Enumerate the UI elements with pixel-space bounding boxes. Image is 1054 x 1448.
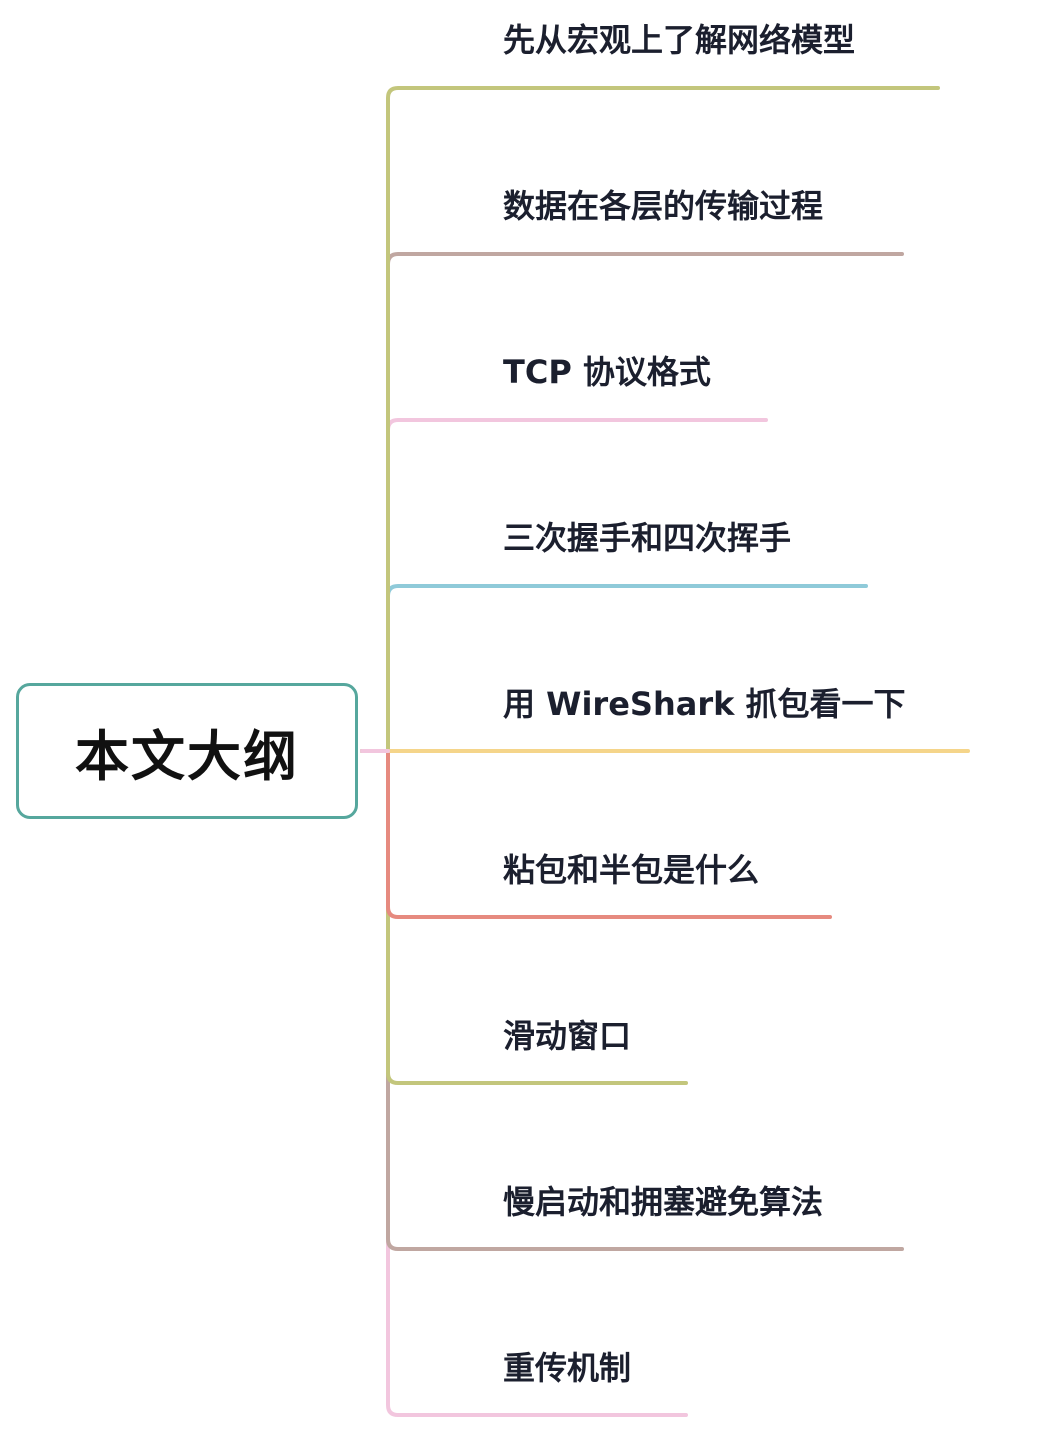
topic-handshake[interactable]: 三次握手和四次挥手 xyxy=(503,519,792,557)
topic-layer-transmission[interactable]: 数据在各层的传输过程 xyxy=(503,187,824,225)
connector-congestion-control xyxy=(360,749,904,1251)
root-node[interactable]: 本文大纲 xyxy=(16,683,358,819)
topic-retransmission[interactable]: 重传机制 xyxy=(503,1349,632,1387)
connector-network-model xyxy=(360,86,940,753)
connector-sliding-window xyxy=(360,749,688,1085)
connector-layer-transmission xyxy=(360,252,904,753)
topic-tcp-format[interactable]: TCP 协议格式 xyxy=(503,353,711,391)
topic-sliding-window[interactable]: 滑动窗口 xyxy=(503,1017,632,1055)
topic-congestion-control[interactable]: 慢启动和拥塞避免算法 xyxy=(503,1183,824,1221)
connector-retransmission xyxy=(360,749,688,1417)
root-label: 本文大纲 xyxy=(75,724,299,788)
topic-wireshark[interactable]: 用 WireShark 抓包看一下 xyxy=(503,685,906,723)
topic-sticky-packet[interactable]: 粘包和半包是什么 xyxy=(503,851,760,889)
connector-handshake xyxy=(360,584,868,753)
connector-sticky-packet xyxy=(360,749,832,919)
topic-network-model[interactable]: 先从宏观上了解网络模型 xyxy=(503,21,856,59)
